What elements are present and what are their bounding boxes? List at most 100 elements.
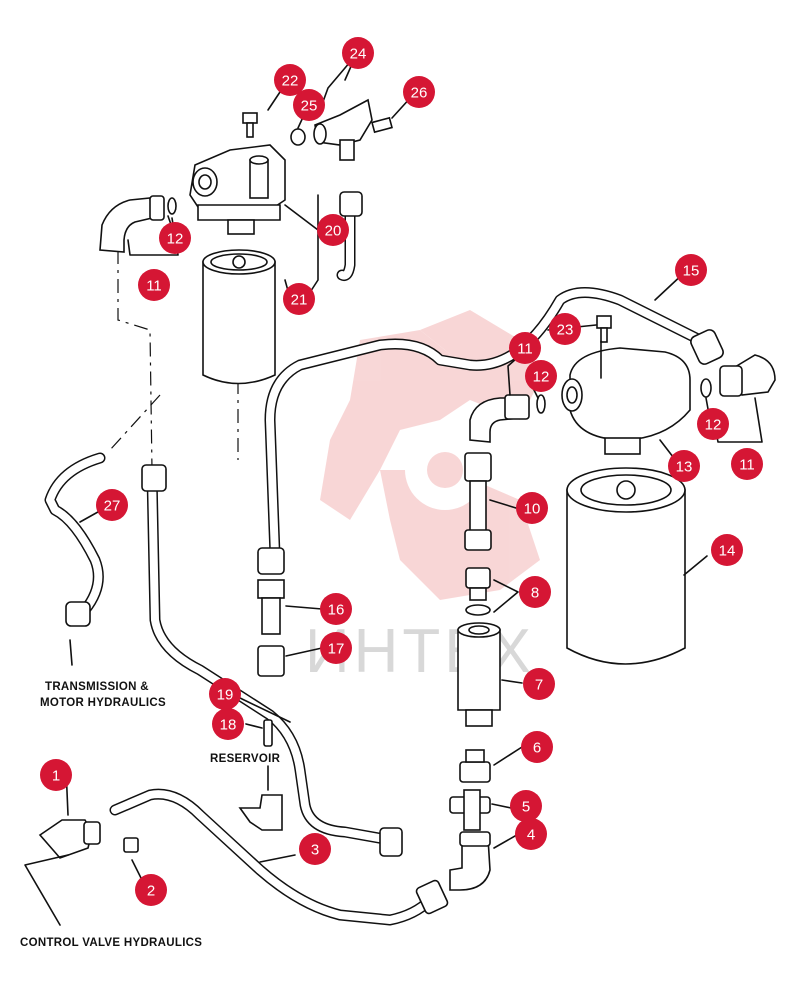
callout-circle xyxy=(317,214,349,246)
callout-circle xyxy=(96,489,128,521)
callout-circle xyxy=(697,408,729,440)
nut-20 xyxy=(339,191,363,217)
callout-number: 8 xyxy=(531,585,539,602)
callout-c15: 15 xyxy=(675,254,707,286)
callout-circle xyxy=(209,678,241,710)
callout-circle xyxy=(293,89,325,121)
assembly-center-lines xyxy=(109,250,239,471)
watermark-logo xyxy=(320,310,540,600)
callout-c13: 13 xyxy=(668,450,700,482)
label-transmission-line1: TRANSMISSION & xyxy=(45,681,149,693)
elbow-fitting-4 xyxy=(449,831,491,891)
callout-c22: 22 xyxy=(274,64,306,96)
callout-circle xyxy=(212,708,244,740)
label-control-valve: CONTROL VALVE HYDRAULICS xyxy=(20,937,202,949)
callout-circle xyxy=(40,759,72,791)
label-transmission-line2: MOTOR HYDRAULICS xyxy=(40,697,166,709)
callout-c12a: 12 xyxy=(159,222,191,254)
callout-number: 18 xyxy=(220,717,237,734)
callout-circle xyxy=(516,492,548,524)
nut-27-end xyxy=(65,601,91,627)
callout-number: 10 xyxy=(524,501,541,518)
callout-circle xyxy=(515,818,547,850)
callout-c25: 25 xyxy=(293,89,325,121)
tube-27 xyxy=(44,452,106,616)
callout-circle xyxy=(320,632,352,664)
callout-circle xyxy=(320,593,352,625)
hose-10 xyxy=(464,452,492,551)
elbow-fitting-11-right xyxy=(719,354,776,397)
callout-circle xyxy=(342,37,374,69)
o-ring-25 xyxy=(290,128,306,146)
callout-number: 1 xyxy=(52,768,60,785)
filter-head-upper xyxy=(189,144,286,235)
tube-15 xyxy=(264,287,706,561)
bolt-23 xyxy=(596,315,612,343)
callout-c26: 26 xyxy=(403,76,435,108)
callout-c21: 21 xyxy=(283,283,315,315)
callout-c16: 16 xyxy=(320,593,352,625)
callout-number: 21 xyxy=(291,292,308,309)
callout-c19: 19 xyxy=(209,678,241,710)
callout-circle xyxy=(135,874,167,906)
callout-circle xyxy=(521,731,553,763)
callout-c14: 14 xyxy=(711,534,743,566)
tube-19 xyxy=(146,469,396,846)
callout-number: 17 xyxy=(328,641,345,658)
callout-c11a: 11 xyxy=(138,269,170,301)
callout-c18: 18 xyxy=(212,708,244,740)
callout-number: 2 xyxy=(147,883,155,900)
callout-number: 11 xyxy=(517,341,533,358)
pin-18 xyxy=(263,719,273,747)
callout-number: 24 xyxy=(350,46,367,63)
callout-c10: 10 xyxy=(516,492,548,524)
callout-c11c: 11 xyxy=(731,448,763,480)
reservoir-elbow xyxy=(238,794,283,831)
callout-circle xyxy=(675,254,707,286)
callout-c17: 17 xyxy=(320,632,352,664)
callout-number: 5 xyxy=(522,799,530,816)
callout-number: 25 xyxy=(301,98,318,115)
callout-circle xyxy=(523,668,555,700)
callout-number: 19 xyxy=(217,687,234,704)
callout-number: 11 xyxy=(146,278,162,295)
callout-c4: 4 xyxy=(515,818,547,850)
callout-c12b: 12 xyxy=(525,360,557,392)
callout-circle xyxy=(519,576,551,608)
label-reservoir: RESERVOIR xyxy=(210,753,281,765)
fitting-6 xyxy=(459,749,491,783)
callout-c27: 27 xyxy=(96,489,128,521)
plug-26 xyxy=(371,116,393,134)
callout-c3: 3 xyxy=(299,833,331,865)
callout-c6: 6 xyxy=(521,731,553,763)
callout-number: 22 xyxy=(282,73,299,90)
callout-circle xyxy=(549,313,581,345)
callout-c20: 20 xyxy=(317,214,349,246)
callout-number: 11 xyxy=(739,457,755,474)
elbow-fitting-11-middle xyxy=(469,394,530,443)
callout-number: 27 xyxy=(104,498,121,515)
callout-number: 12 xyxy=(533,369,550,386)
tee-fitting-5 xyxy=(449,789,491,831)
callout-circle xyxy=(668,450,700,482)
nut-15-end xyxy=(690,329,724,365)
callout-number: 20 xyxy=(325,223,342,240)
bolt-22 xyxy=(242,112,258,138)
plug-2 xyxy=(123,837,139,853)
callout-c11b: 11 xyxy=(509,332,541,364)
tube-3 xyxy=(109,788,436,926)
callout-circle xyxy=(299,833,331,865)
filter-14 xyxy=(566,467,686,665)
callout-number: 12 xyxy=(167,231,184,248)
callout-circle xyxy=(138,269,170,301)
fitting-1 xyxy=(38,819,101,859)
callout-c7: 7 xyxy=(523,668,555,700)
callout-c1: 1 xyxy=(40,759,72,791)
callout-number: 16 xyxy=(328,602,345,619)
fitting-8 xyxy=(465,567,491,616)
callout-markers: 1234567810111111121212131415161718192021… xyxy=(40,37,763,906)
callout-number: 3 xyxy=(311,842,319,859)
callout-circle xyxy=(711,534,743,566)
o-ring-12-right xyxy=(700,378,712,398)
